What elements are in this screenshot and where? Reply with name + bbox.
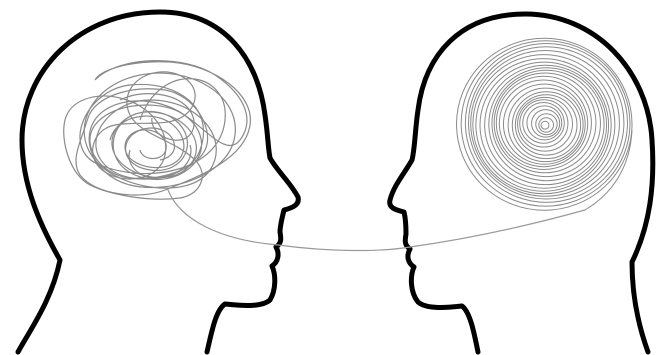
- left-head-outline-icon: [18, 12, 298, 352]
- spiral-ring-icon: [471, 50, 620, 196]
- tangled-thoughts-scribble: [64, 61, 251, 200]
- right-head-outline-icon: [390, 14, 653, 352]
- left-head: [18, 12, 298, 352]
- right-head: [390, 14, 653, 352]
- spiral-ring-icon: [541, 121, 549, 129]
- spiral-ring-icon: [465, 43, 627, 202]
- organized-thoughts-spiral: [457, 38, 633, 210]
